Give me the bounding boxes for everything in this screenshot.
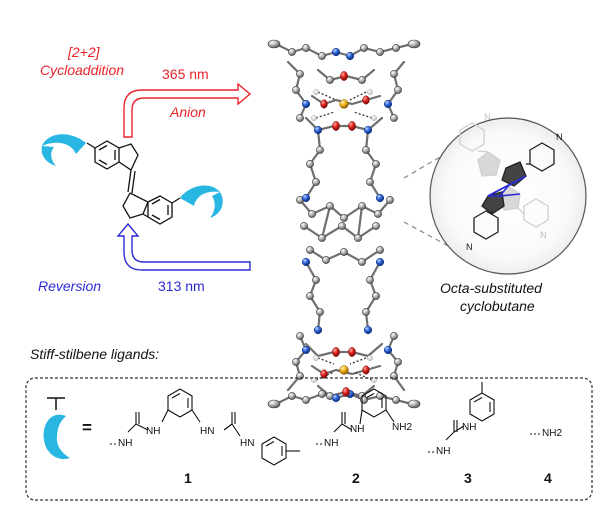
- ligands-panel: [25, 377, 593, 501]
- ligand-tag-left: [42, 134, 86, 154]
- crystal-structure: [267, 39, 421, 409]
- stiff-stilbene-structure: [86, 140, 181, 225]
- ligand-2-group-nh-a: NH: [324, 438, 339, 449]
- ligand-1-group-hn-a: HN: [200, 426, 215, 437]
- reversion-label: Reversion: [38, 278, 102, 294]
- reverse-arrow: [116, 222, 251, 271]
- ligand-3-number: 3: [464, 470, 472, 486]
- ligand-tag-right: [180, 185, 220, 206]
- ligand-3-group-nh-b: NH: [462, 422, 477, 433]
- ligand-2-structure: [316, 388, 395, 445]
- cycloaddition-label-line1: [2+2]: [68, 44, 100, 60]
- forward-arrow: [123, 82, 252, 138]
- nitrogen-label-bottom-front: N: [466, 242, 473, 252]
- ligand-4-number: 4: [544, 470, 552, 486]
- octa-substituted-label-line2: cyclobutane: [460, 298, 535, 314]
- ligand-1-group-nh-b: NH: [146, 426, 161, 437]
- reverse-wavelength-label: 313 nm: [158, 278, 205, 294]
- ligand-tag-left-tail: [41, 146, 56, 166]
- ligand-1-group-hn-b: HN: [240, 438, 255, 449]
- ligand-1-structure: [110, 388, 300, 466]
- cycloaddition-label-line2: Cycloaddition: [40, 62, 125, 78]
- equals-sign: =: [82, 418, 92, 437]
- ligand-1-group-nh-a: NH: [118, 438, 133, 449]
- anion-label: Anion: [170, 104, 206, 120]
- nitrogen-label-top-front: N: [556, 132, 563, 142]
- nitrogen-label-bottom-back: N: [540, 230, 547, 240]
- ligand-2-number: 2: [352, 470, 360, 486]
- ligand-4-group-nh2: NH2: [542, 428, 563, 439]
- cyclobutane-inset: N N N N: [429, 112, 587, 275]
- ligand-3-group-nh-a: NH: [436, 446, 451, 457]
- ligand-2-group-nh-b: NH: [350, 424, 365, 435]
- octa-substituted-label-line1: Octa-substituted: [440, 280, 542, 296]
- ligands-title: Stiff-stilbene ligands:: [30, 346, 160, 362]
- ligand-tag-legend: [43, 397, 70, 460]
- ligand-2-group-nh2: NH2: [392, 422, 413, 433]
- ligand-tag-right-tail: [210, 192, 223, 218]
- ligand-1-number: 1: [184, 470, 192, 486]
- ligand-3-structure: [428, 382, 495, 453]
- nitrogen-label-top-back: N: [484, 112, 491, 122]
- forward-wavelength-label: 365 nm: [162, 66, 209, 82]
